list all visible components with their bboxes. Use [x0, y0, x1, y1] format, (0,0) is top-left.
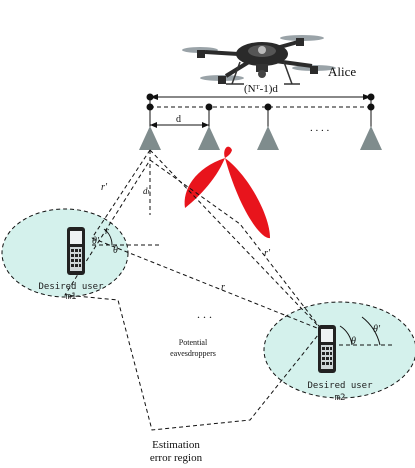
angle-arc-m1	[103, 228, 113, 246]
drone-label: Alice	[328, 64, 356, 79]
eavesdropper-label-line2: eavesdroppers	[170, 349, 216, 358]
eavesdropper-label-line1: Potential	[179, 338, 208, 347]
estimation-region-label-line2: error region	[150, 452, 203, 464]
array-span-label: (Nᵀ-1)d	[244, 83, 278, 95]
error-region-m1	[1, 208, 129, 298]
element-positions	[146, 103, 375, 111]
middle-ellipsis: . . .	[197, 307, 212, 321]
antenna-height-label: dₕ	[143, 186, 152, 196]
angle-arc-m2-outer	[361, 316, 381, 346]
spacing-dimension	[150, 122, 209, 128]
user-m2-label-line2: m2	[335, 393, 346, 403]
r-m2-label: r	[221, 282, 225, 293]
phone-icon	[67, 227, 85, 275]
spacing-label: d	[176, 114, 181, 125]
user-m1-label-line2: m1	[66, 292, 77, 302]
error-region-m2	[263, 301, 415, 399]
theta-prime-m2-label: θ′	[373, 324, 381, 335]
estimation-region-label-line1: Estimation	[152, 439, 200, 451]
phone-icon	[318, 325, 336, 373]
antenna-stems	[149, 97, 372, 128]
r-prime-m1-label: r′	[101, 182, 108, 193]
r-m1-label: r	[105, 226, 109, 237]
theta-prime-m1-label: θ′	[92, 236, 100, 247]
geometry-lines	[91, 149, 395, 346]
beam-pattern	[184, 146, 270, 239]
array-ellipsis: . . . .	[310, 122, 330, 134]
r-prime-m2-label: r′	[264, 248, 271, 259]
angle-arc-m2	[339, 325, 353, 346]
user-m1-label-line1: Desired user	[38, 282, 104, 292]
array-span-dimension	[146, 93, 375, 101]
antenna-icon	[139, 126, 382, 150]
delta-theta-m1-label: θ	[113, 245, 118, 256]
error-region-polygon	[64, 159, 323, 431]
theta-m2-label: θ	[351, 336, 356, 347]
user-m2-label-line1: Desired user	[307, 381, 373, 391]
drone-icon	[182, 35, 336, 85]
